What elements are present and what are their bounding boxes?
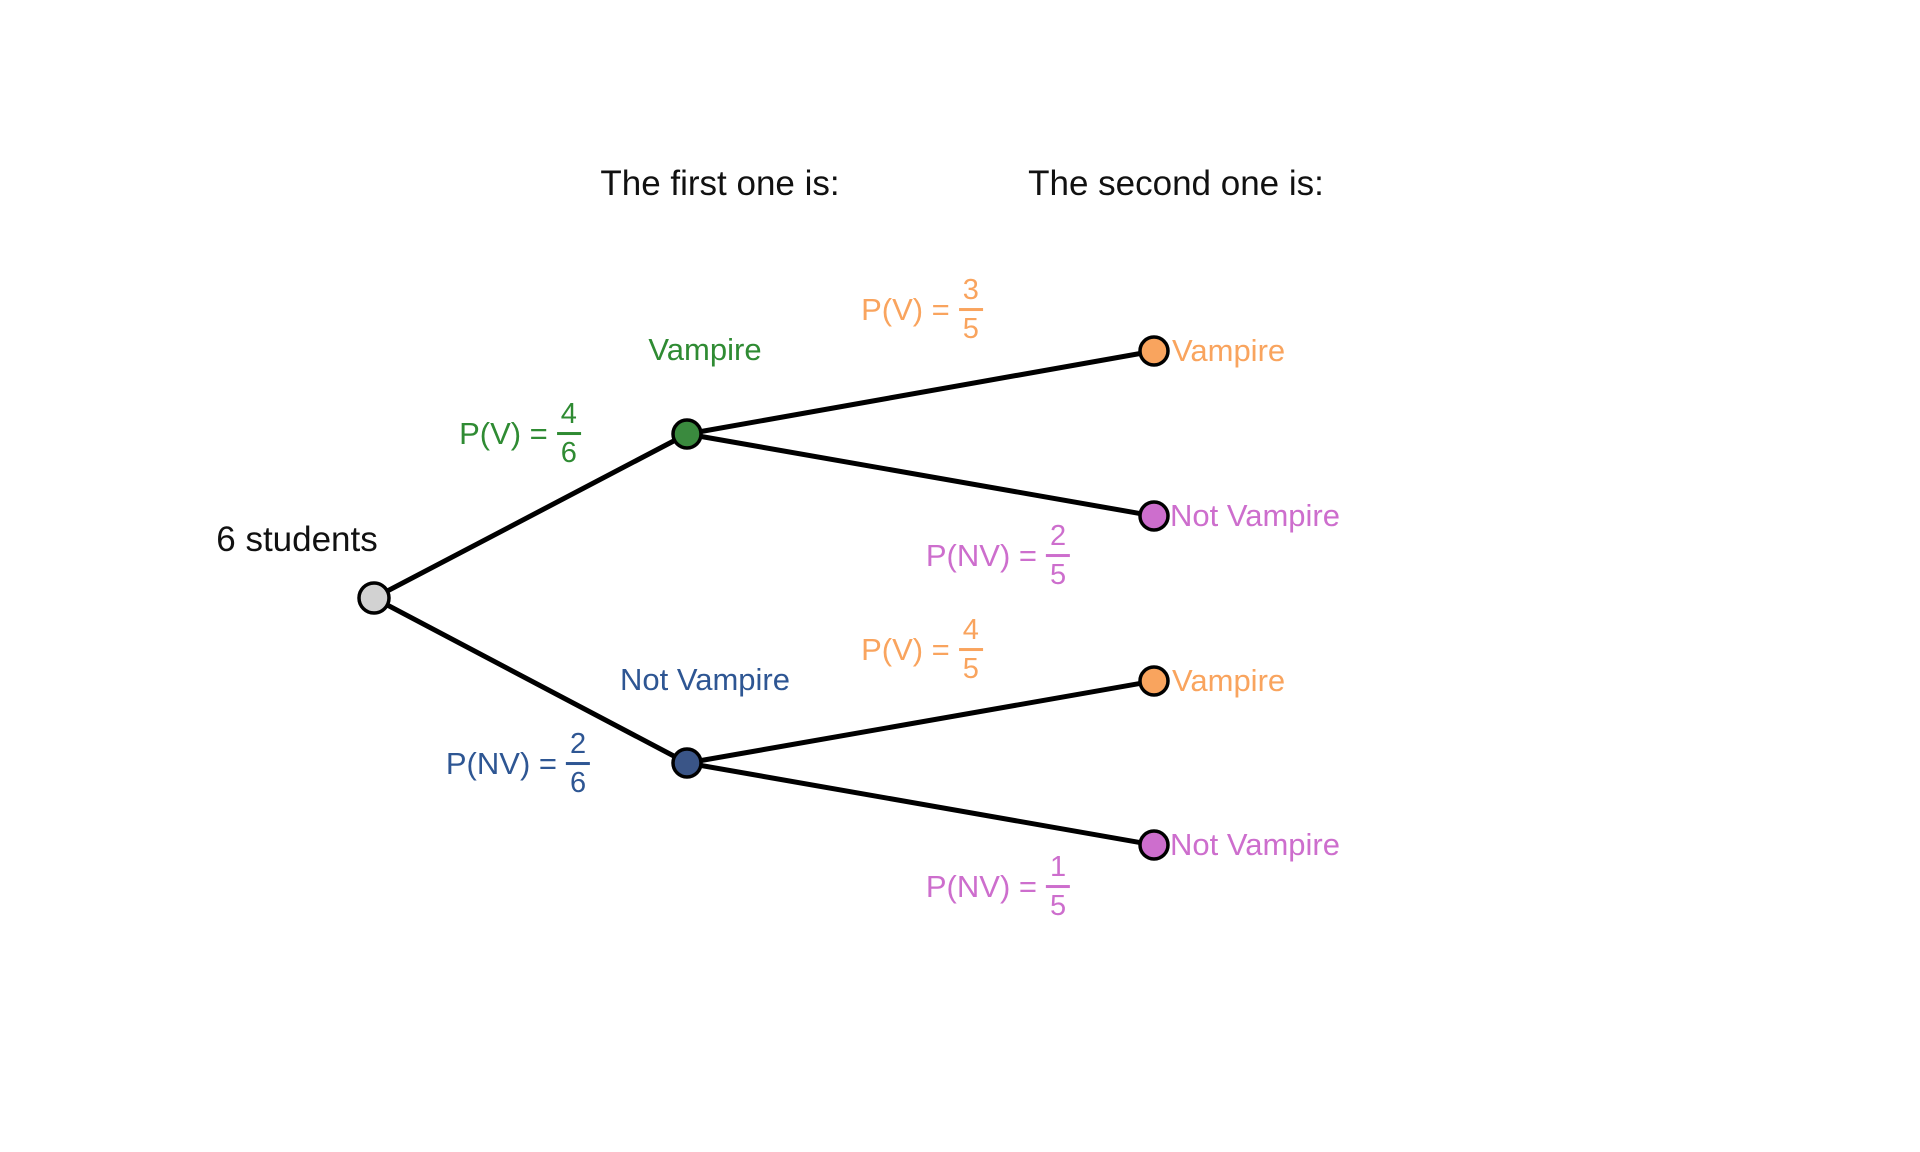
fraction-numerator: 1 bbox=[1045, 851, 1071, 889]
fraction: 2 6 bbox=[565, 728, 591, 800]
fraction-denominator: 6 bbox=[560, 437, 577, 470]
prob-prefix: P(NV) = bbox=[925, 537, 1037, 573]
fraction: 4 6 bbox=[556, 398, 581, 470]
edge-root-to-not-vampire bbox=[371, 595, 690, 766]
edge-not-vampire-to-not-vampire bbox=[684, 760, 1157, 848]
edge-not-vampire-to-vampire bbox=[684, 678, 1157, 766]
edge-vampire-to-not-vampire bbox=[684, 431, 1157, 519]
prob-prefix: P(V) = bbox=[861, 631, 950, 667]
level2-vampire-not-vampire-node bbox=[1138, 500, 1170, 532]
column-header-second: The second one is: bbox=[1028, 163, 1324, 203]
column-header-first: The first one is: bbox=[600, 163, 840, 203]
fraction-denominator: 5 bbox=[1049, 559, 1067, 592]
edge-root-to-vampire bbox=[371, 431, 690, 601]
level2-not-vampire-not-vampire-node bbox=[1138, 829, 1170, 861]
prob-label-pv-4-6: P(V) = 4 6 bbox=[459, 398, 581, 470]
fraction: 3 5 bbox=[958, 274, 983, 346]
prob-prefix: P(NV) = bbox=[445, 745, 557, 781]
prob-label-pnv-1-5: P(NV) = 1 5 bbox=[925, 851, 1071, 923]
leaf-label-not-vampire-vampire: Vampire bbox=[1172, 662, 1286, 698]
fraction-denominator: 6 bbox=[569, 767, 587, 800]
fraction-numerator: 3 bbox=[958, 274, 983, 312]
level2-not-vampire-vampire-node bbox=[1138, 665, 1170, 697]
prob-prefix: P(NV) = bbox=[925, 868, 1037, 904]
level1-vampire-node bbox=[671, 418, 703, 450]
prob-label-pv-3-5: P(V) = 3 5 bbox=[861, 274, 983, 346]
prob-label-pnv-2-5: P(NV) = 2 5 bbox=[925, 520, 1071, 592]
fraction: 2 5 bbox=[1045, 520, 1071, 592]
level1-vampire-label: Vampire bbox=[648, 331, 762, 367]
root-label: 6 students bbox=[216, 519, 378, 559]
prob-prefix: P(V) = bbox=[861, 291, 950, 327]
edge-vampire-to-vampire bbox=[684, 348, 1157, 437]
prob-label-pnv-2-6: P(NV) = 2 6 bbox=[445, 728, 591, 800]
prob-prefix: P(V) = bbox=[459, 415, 548, 451]
fraction-numerator: 4 bbox=[958, 614, 983, 652]
fraction: 1 5 bbox=[1045, 851, 1071, 923]
level2-vampire-vampire-node bbox=[1138, 335, 1170, 367]
fraction-numerator: 2 bbox=[565, 728, 591, 766]
root-node bbox=[357, 581, 391, 615]
fraction-numerator: 4 bbox=[556, 398, 581, 436]
fraction-denominator: 5 bbox=[962, 313, 979, 346]
leaf-label-vampire-not-vampire: Not Vampire bbox=[1170, 497, 1340, 533]
fraction-denominator: 5 bbox=[1049, 890, 1067, 923]
fraction-numerator: 2 bbox=[1045, 520, 1071, 558]
fraction: 4 5 bbox=[958, 614, 983, 686]
leaf-label-vampire-vampire: Vampire bbox=[1172, 332, 1286, 368]
fraction-denominator: 5 bbox=[962, 653, 979, 686]
leaf-label-not-vampire-not-vampire: Not Vampire bbox=[1170, 826, 1340, 862]
level1-not-vampire-label: Not Vampire bbox=[620, 661, 790, 697]
level1-not-vampire-node bbox=[671, 747, 703, 779]
prob-label-pv-4-5: P(V) = 4 5 bbox=[861, 614, 983, 686]
